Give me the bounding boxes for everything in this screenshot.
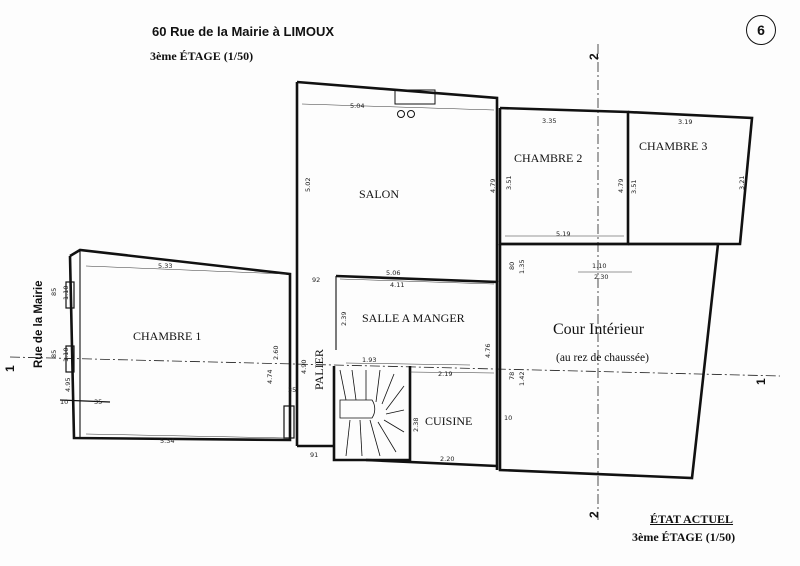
dim-label: 1.35 bbox=[518, 260, 526, 274]
dim-label: 78 bbox=[508, 372, 516, 380]
axis-marker-2-bottom: 2 bbox=[587, 511, 601, 518]
room-label-salon: SALON bbox=[359, 187, 399, 201]
dim-label: 4.74 bbox=[266, 370, 274, 384]
page-number-badge: 6 bbox=[746, 15, 776, 45]
dim-label: 85 bbox=[50, 288, 58, 296]
street-label: Rue de la Mairie bbox=[33, 280, 45, 368]
dim-label: 80 bbox=[508, 262, 516, 270]
room-label-palier: PALIER bbox=[312, 349, 326, 390]
staircase bbox=[339, 369, 405, 457]
dim-label: 2.20 bbox=[440, 455, 454, 463]
chambre2-walls bbox=[498, 106, 630, 246]
dim-label: 1.93 bbox=[362, 356, 376, 364]
salle-a-manger-walls bbox=[335, 274, 499, 470]
dim-label: 10 bbox=[504, 414, 512, 422]
room-label-salle-a-manger: SALLE A MANGER bbox=[362, 311, 465, 325]
dim-label: 1.10 bbox=[62, 286, 70, 300]
dim-label: 2.60 bbox=[272, 346, 280, 360]
dim-label: 4.90 bbox=[300, 360, 308, 374]
dimension-lines bbox=[85, 103, 632, 439]
dim-label: 1.42 bbox=[518, 372, 526, 386]
room-label-cour: Cour Intérieur bbox=[553, 321, 645, 338]
dim-label: 2.38 bbox=[412, 418, 420, 432]
dim-label: 3.51 bbox=[505, 176, 513, 190]
room-label-chambre3: CHAMBRE 3 bbox=[639, 139, 707, 153]
dim-label: 3.35 bbox=[542, 117, 556, 125]
axis-marker-1-left: 1 bbox=[3, 365, 17, 372]
dim-label: 35 bbox=[94, 398, 102, 406]
facade-openings bbox=[59, 281, 111, 403]
room-label-chambre1: CHAMBRE 1 bbox=[133, 329, 201, 343]
salon-fireplace bbox=[394, 89, 436, 105]
cour-note: (au rez de chaussée) bbox=[556, 352, 649, 364]
footer-floor-scale: 3ème ÉTAGE (1/50) bbox=[632, 530, 736, 544]
floor-scale-title: 3ème ÉTAGE (1/50) bbox=[150, 49, 254, 63]
dim-label: 35 bbox=[288, 386, 296, 394]
dim-label: 3.19 bbox=[678, 118, 692, 126]
dim-label: 10 bbox=[60, 398, 68, 406]
dim-label: 3.21 bbox=[738, 176, 746, 190]
section-axes bbox=[9, 44, 781, 520]
dim-label: 4.79 bbox=[489, 179, 497, 193]
cuisine-bottom-wall bbox=[365, 458, 498, 468]
dim-label: 85 bbox=[50, 350, 58, 358]
dim-label: 5.34 bbox=[160, 437, 174, 445]
dim-label: 91 bbox=[310, 451, 318, 459]
dim-label: 1.10 bbox=[592, 262, 606, 270]
dim-label: 4.11 bbox=[390, 281, 404, 289]
address-title: 60 Rue de la Mairie à LIMOUX bbox=[152, 24, 335, 39]
state-label: ÉTAT ACTUEL bbox=[650, 512, 734, 526]
room-label-chambre2: CHAMBRE 2 bbox=[514, 151, 582, 165]
section-line-1 bbox=[9, 356, 781, 377]
salon-walls bbox=[296, 80, 499, 282]
dim-label: 5.19 bbox=[556, 230, 570, 238]
dim-label: 2.39 bbox=[340, 312, 348, 326]
stove-ring-1 bbox=[397, 110, 405, 118]
dim-label: 92 bbox=[312, 276, 320, 284]
dim-label: 3.51 bbox=[630, 180, 638, 194]
axis-marker-2-top: 2 bbox=[587, 53, 601, 60]
chambre3-walls bbox=[627, 110, 754, 246]
dim-label: 5.06 bbox=[386, 269, 400, 277]
room-label-cuisine: CUISINE bbox=[425, 414, 472, 428]
cour-walls bbox=[498, 242, 720, 480]
dim-label: 4.95 bbox=[64, 378, 72, 392]
dim-label: 2.19 bbox=[438, 370, 452, 378]
dim-label: 4.76 bbox=[484, 344, 492, 358]
dim-label: 5.02 bbox=[304, 178, 312, 192]
dim-label: 4.79 bbox=[617, 179, 625, 193]
dim-label: 5.33 bbox=[158, 262, 172, 270]
palier-door bbox=[283, 405, 295, 439]
walls bbox=[68, 80, 754, 480]
dim-label: 2.30 bbox=[594, 273, 608, 281]
dim-label: 5.04 bbox=[350, 102, 364, 110]
stove-ring-2 bbox=[407, 110, 415, 118]
chambre1-walls bbox=[68, 248, 292, 442]
axis-marker-1-right: 1 bbox=[754, 378, 768, 385]
stair-walls bbox=[332, 366, 412, 462]
dim-label: 1.10 bbox=[62, 348, 70, 362]
